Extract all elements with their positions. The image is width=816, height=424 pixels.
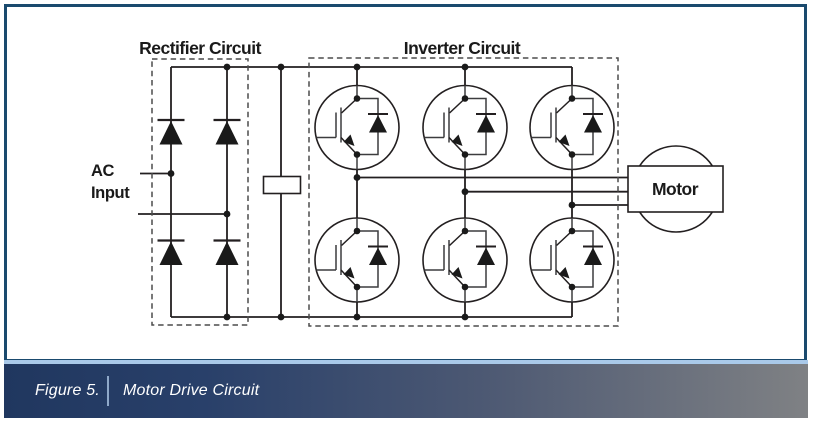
igbt-module-bottom-2 (422, 217, 508, 303)
rectifier-diodes (156, 118, 242, 267)
figure-number: Figure 5. (35, 382, 100, 399)
diode-top-left (156, 118, 186, 146)
dc-link-capacitor (262, 175, 302, 195)
section-boxes (151, 57, 619, 327)
igbt-module-top-1 (314, 84, 400, 171)
diode-top-right (212, 118, 242, 146)
caption-bar: Figure 5. Motor Drive Circuit (4, 364, 808, 418)
diode-bottom-left (156, 239, 186, 267)
motor-label: Motor (652, 179, 699, 199)
igbt-module-top-3 (529, 84, 615, 171)
rectifier-box (151, 58, 249, 326)
igbt-module-bottom-1 (314, 217, 400, 303)
ac-input-label: AC Input (91, 162, 131, 202)
ac-input-line1: AC (91, 162, 115, 180)
figure-title: Motor Drive Circuit (123, 382, 260, 399)
rectifier-circuit-label: Rectifier Circuit (139, 38, 261, 58)
motor-drive-circuit-diagram: Motor Rectifier Circuit Inverter Circuit… (91, 38, 724, 327)
ac-input-line2: Input (91, 184, 130, 202)
igbt-module-top-2 (422, 84, 508, 171)
caption-accent-strip (4, 360, 808, 364)
igbt-module-bottom-3 (529, 217, 615, 303)
diode-bottom-right (212, 239, 242, 267)
inverter-circuit-label: Inverter Circuit (404, 38, 521, 58)
caption-divider (107, 376, 109, 406)
motor: Motor (627, 145, 724, 233)
junction-dots (167, 63, 576, 321)
